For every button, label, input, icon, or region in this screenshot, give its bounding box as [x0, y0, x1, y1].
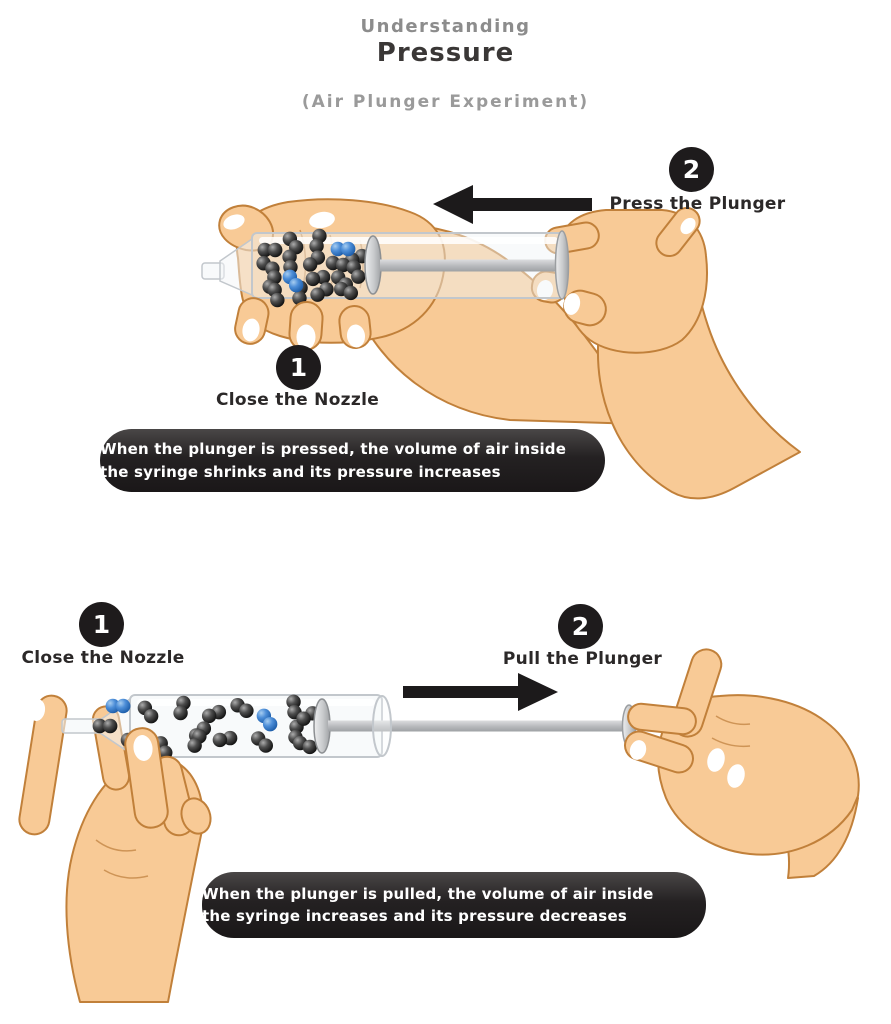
plunger-rod-top: [380, 259, 560, 272]
step-badge-close-nozzle-bottom: 1: [79, 602, 124, 647]
caption-pulled-line2: the syringe increases and its pressure d…: [202, 907, 627, 925]
molecule: [212, 732, 228, 748]
molecule: [296, 711, 311, 726]
step-badge-close-nozzle-top: 1: [276, 345, 321, 390]
thumb-nail-right-bottom: [629, 740, 647, 760]
index-finger-left-bottom: [18, 694, 68, 836]
fingernail-2-right-bottom: [727, 764, 745, 788]
step-label-press-the-plunger: Press the Plunger: [609, 194, 786, 214]
caption-pulled-line1: When the plunger is pulled, the volume o…: [202, 884, 654, 903]
molecule: [309, 238, 324, 254]
molecule: [257, 242, 272, 258]
molecule: [239, 703, 254, 718]
molecule: [173, 705, 188, 721]
molecule: [143, 708, 159, 724]
molecule: [351, 269, 366, 284]
index-nail-left-bottom: [28, 699, 46, 721]
barrel-open-end-bottom: [372, 695, 392, 757]
step-badge-press: 2: [669, 147, 714, 192]
knuckle-highlight-left-top: [309, 211, 335, 229]
step-number: 1: [92, 610, 111, 639]
step-label-close-the-nozzle-bottom: Close the Nozzle: [21, 648, 185, 668]
thumb-left-bottom: [180, 797, 212, 835]
molecule: [330, 241, 345, 257]
plunger-top: [364, 230, 570, 300]
step-number: 2: [682, 155, 701, 184]
barrel-highlight-bottom: [137, 699, 375, 706]
fingernail-1-top: [242, 318, 260, 342]
plunger-seal-bottom: [313, 698, 331, 754]
molecule: [187, 738, 202, 753]
title-pretitle: Understanding: [360, 16, 531, 37]
palm-right-bottom: [657, 694, 860, 856]
curled-fingernail-right-top: [563, 293, 581, 315]
scene-pressed: [201, 185, 801, 500]
molecule: [262, 716, 278, 732]
step-number: 1: [289, 353, 308, 382]
scene-pulled: [18, 648, 860, 1003]
barrel-highlight-top: [259, 237, 558, 244]
molecule: [270, 292, 285, 308]
thumb-nail-left-top: [223, 214, 245, 230]
step-number: 2: [571, 612, 590, 641]
arrow-left-icon: [433, 185, 592, 224]
caption-pressed-line1: When the plunger is pressed, the volume …: [100, 440, 567, 458]
air-molecules-compressed: [256, 228, 370, 308]
arrow-right-icon: [403, 673, 558, 711]
hand-right-bottom: [624, 648, 860, 879]
page-title: Pressure: [376, 38, 515, 68]
plunger-thumb-rest-top: [554, 230, 570, 300]
molecule: [103, 718, 118, 734]
molecule: [302, 739, 318, 755]
molecule: [105, 698, 121, 714]
molecule: [116, 698, 131, 714]
air-molecules-expanded: [92, 694, 320, 760]
caption-pressed-line2: the syringe shrinks and its pressure inc…: [100, 462, 501, 481]
molecule: [310, 287, 325, 302]
caption-pulled: When the plunger is pulled, the volume o…: [202, 872, 706, 938]
caption-pressed: When the plunger is pressed, the volume …: [100, 429, 605, 492]
fingernail-3-top: [346, 324, 366, 348]
step-label-pull-the-plunger: Pull the Plunger: [502, 649, 663, 669]
molecule: [268, 242, 283, 258]
fingertip-nail-through-barrel-top: [536, 280, 554, 300]
molecule: [201, 708, 217, 724]
molecule: [288, 277, 304, 293]
front-fingernail-left-bottom: [133, 735, 153, 761]
pinch-finger-right-bottom: [627, 702, 697, 736]
plunger-seal-top: [364, 235, 382, 295]
molecule: [92, 718, 108, 734]
molecule: [343, 285, 359, 301]
molecule: [302, 257, 318, 272]
molecule: [341, 241, 356, 257]
plunger-rod-bottom: [328, 720, 622, 732]
index-nail-right-top: [680, 217, 696, 235]
molecule: [282, 249, 297, 265]
title-subtitle: (Air Plunger Experiment): [301, 92, 590, 112]
step-label-close-the-nozzle-top: Close the Nozzle: [215, 390, 380, 410]
molecule: [305, 271, 321, 287]
molecule: [258, 738, 274, 753]
step-badge-pull: 2: [558, 604, 603, 649]
fingernail-1-right-bottom: [707, 748, 725, 772]
fingernail-2-top: [296, 324, 316, 350]
molecule: [286, 694, 301, 710]
